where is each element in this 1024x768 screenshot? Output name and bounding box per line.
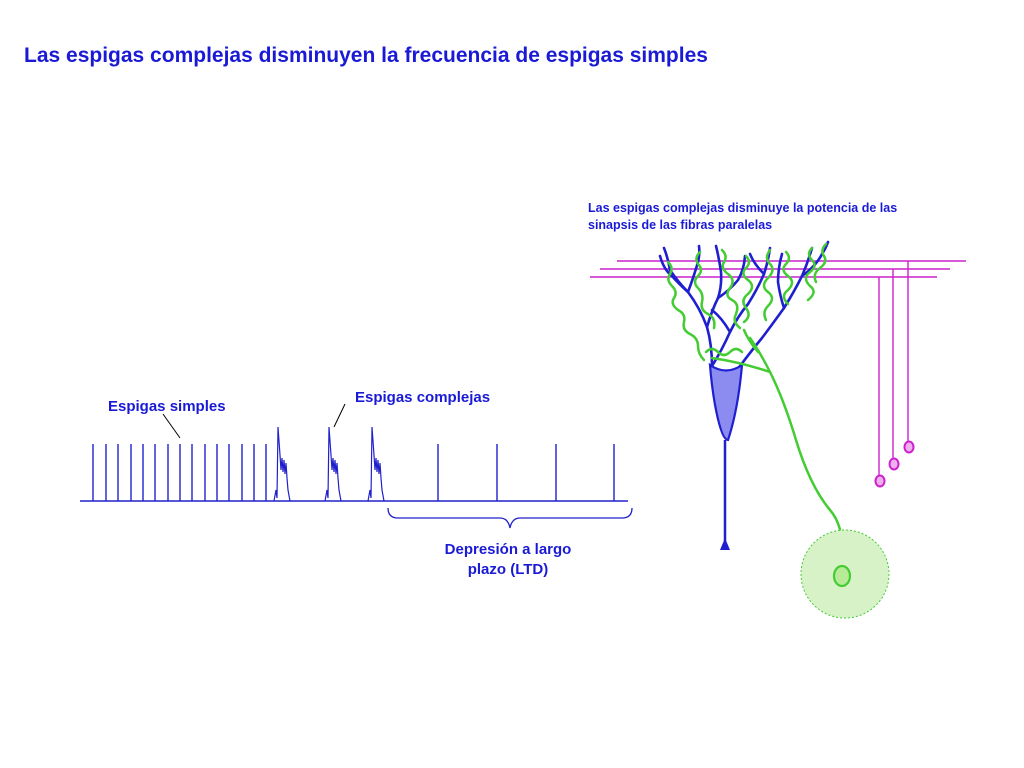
simple-spikes-pointer [162, 413, 181, 439]
complex-spikes [273, 426, 385, 502]
granule-cell-1 [903, 440, 915, 454]
slide-title: Las espigas complejas disminuyen la frec… [24, 44, 708, 67]
purkinje-axon-terminal [720, 538, 730, 550]
granule-cells [874, 440, 915, 488]
climbing-fiber-axon [748, 336, 845, 572]
complex-spike-2 [324, 426, 342, 502]
ltd-label: Depresión a largo plazo (LTD) [408, 540, 608, 580]
simple-spikes-after [437, 444, 615, 501]
ltd-label-line2: plazo (LTD) [467, 561, 549, 578]
complex-spikes-pointer [333, 403, 346, 428]
complex-spike-3 [367, 426, 385, 502]
parallel-fibers [590, 260, 966, 476]
ltd-label-line1: Depresión a largo [444, 541, 572, 558]
purkinje-soma [708, 362, 744, 442]
parallel-fiber-note-line2: sinapsis de las fibras paralelas [588, 218, 773, 232]
granule-cell-2 [888, 457, 900, 471]
olive-neuron [832, 564, 852, 588]
simple-spikes-before [92, 444, 267, 501]
complex-spike-1 [273, 426, 291, 502]
inferior-olive [800, 529, 890, 619]
granule-cell-3 [874, 474, 886, 488]
simple-spikes-label: Espigas simples [108, 398, 226, 415]
parallel-fiber-note: Las espigas complejas disminuye la poten… [588, 200, 897, 234]
spike-trace [80, 426, 628, 502]
parallel-fiber-note-line1: Las espigas complejas disminuye la poten… [588, 201, 898, 215]
purkinje-cell [658, 240, 830, 550]
complex-spikes-label: Espigas complejas [355, 389, 491, 406]
climbing-fiber [666, 242, 845, 572]
ltd-brace [387, 507, 633, 529]
